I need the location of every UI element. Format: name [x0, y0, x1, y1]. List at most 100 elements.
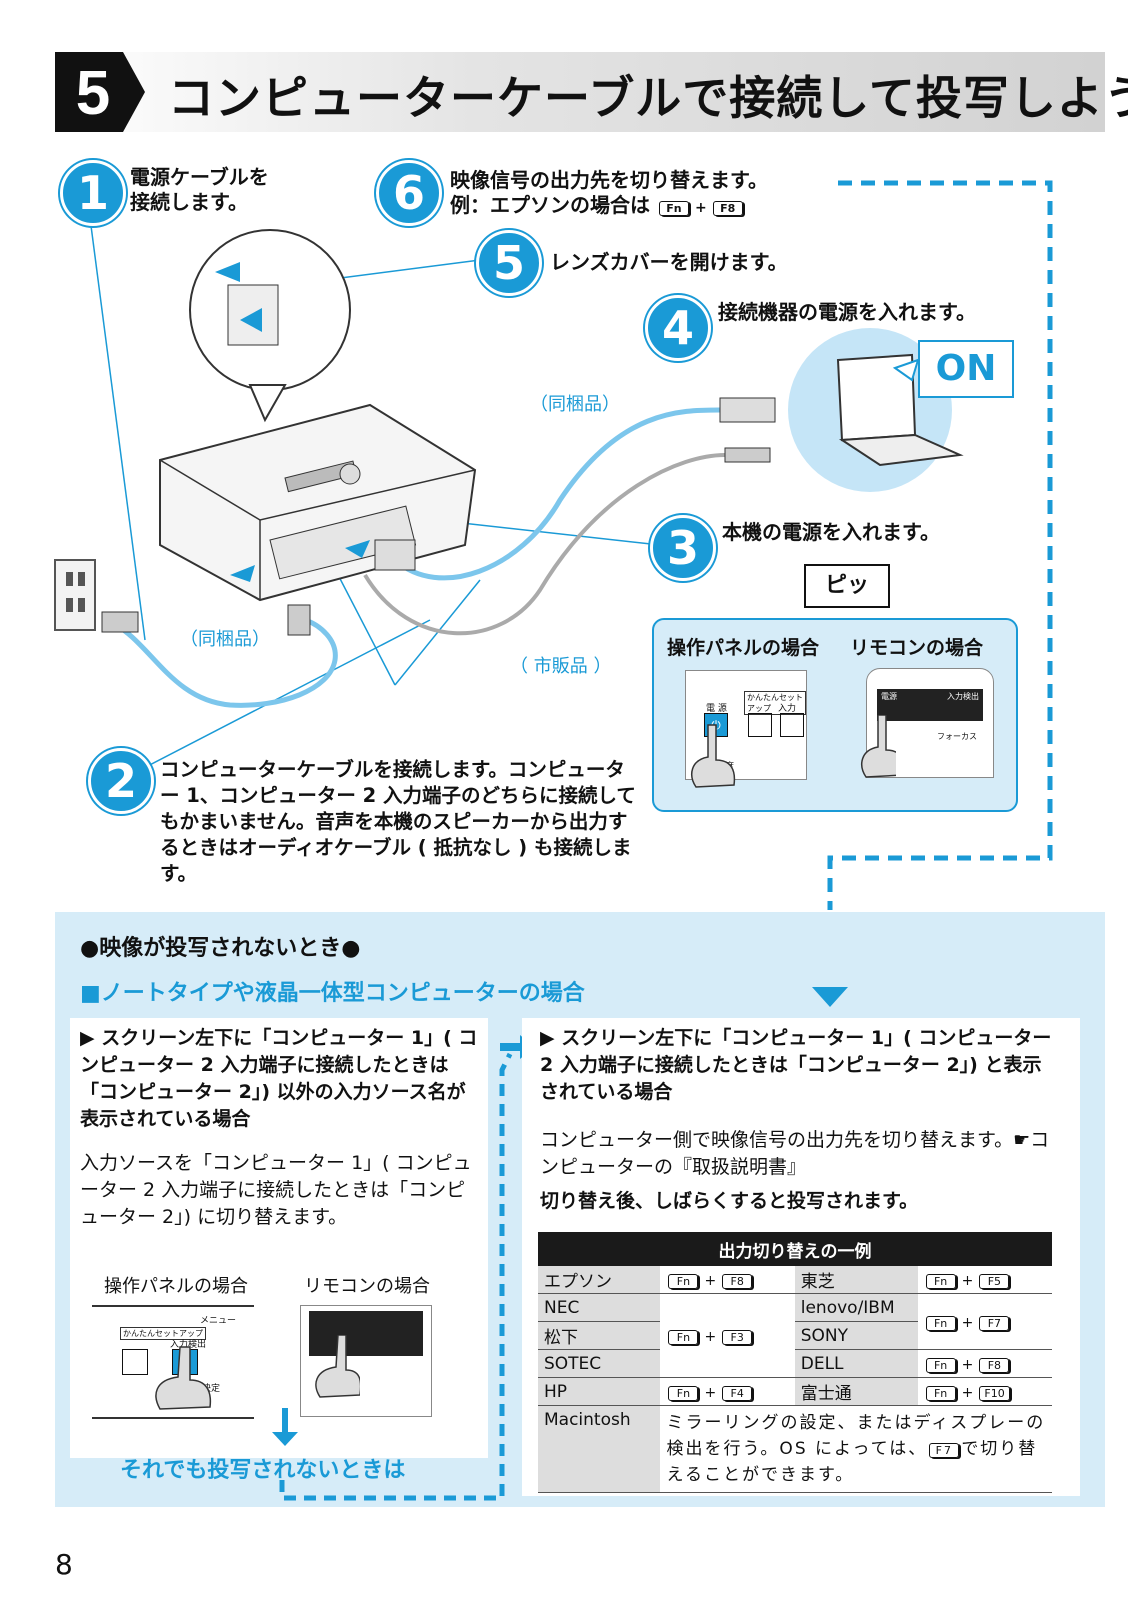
plus-sign: + [961, 1356, 974, 1373]
key-icon: F8 [722, 1273, 753, 1289]
left-panel-label: 操作パネルの場合 [104, 1276, 248, 1297]
power-button-label: 電 源 [706, 704, 727, 714]
setup-button-label: かんたんセットアップ [744, 691, 806, 715]
panel-label: 操作パネルの場合 [667, 637, 820, 659]
table-row: NEC Fn+F3 lenovo/IBM Fn+F7 [538, 1293, 1052, 1378]
mac-text-1: ミラーリングの設定、またはディスプレーの検出を行う。OS によっては、 [666, 1413, 1046, 1459]
step-2-circle: 2 [88, 748, 154, 814]
leader-line [324, 259, 481, 281]
fn-key-icon: Fn [658, 201, 689, 216]
left-case-body: 入力ソースを「コンピューター 1」( コンピューター 2 入力端子に接続したとき… [80, 1152, 472, 1228]
table-header: 出力切り替えの一例 [538, 1232, 1052, 1266]
step-5-circle: 5 [476, 230, 542, 296]
left-hand-pointer-icons [155, 1335, 360, 1410]
f7-key-icon: F7 [929, 1443, 960, 1458]
dashed-route [827, 180, 1053, 910]
remote-top-panel [877, 689, 983, 721]
hand-pointer-icons [691, 715, 896, 788]
manual-reference: ☛コンピューターの『取扱説明書』 [540, 1129, 1050, 1178]
keys-cell: Fn + F10 [917, 1377, 1052, 1406]
left-remote-illustration [300, 1305, 432, 1417]
power-cable-caption: （同梱品） [180, 629, 270, 650]
remote-power-label: 電源 [881, 692, 897, 701]
key-icon: Fn [925, 1273, 956, 1289]
keys-cell: Fn + F8 [917, 1349, 1052, 1378]
step-badge-number: 5 [76, 59, 110, 128]
step-1-line-2: 接続します。 [130, 190, 248, 214]
keys-cell: Fn + F7 [917, 1293, 1052, 1350]
brand-cell: HP [538, 1377, 661, 1406]
down-arrow-small-icon [272, 1408, 298, 1446]
step-badge: 5 [55, 52, 145, 132]
plus-sign: + [961, 1272, 974, 1289]
remote-illustration: 電源 入力検出 フォーカス [866, 668, 994, 778]
keys-cell: Fn+F8 [660, 1266, 795, 1294]
setup-label: かんたんセットアップ [120, 1327, 206, 1340]
table-row: SOTEC DELL Fn + F8 [538, 1349, 1052, 1378]
dashed-loop-route [279, 1052, 513, 1501]
table-row: エプソン Fn+F8 東芝 Fn+F5 [538, 1266, 1052, 1294]
keys-cell: Fn + F5 [917, 1266, 1052, 1294]
key-icon: F7 [979, 1315, 1010, 1331]
down-arrow-icon [812, 987, 848, 1007]
key-icon: F10 [979, 1385, 1010, 1401]
step-5-text: レンズカバーを開けます。 [550, 250, 788, 274]
input-button[interactable] [780, 713, 804, 737]
key-icon: F4 [722, 1385, 753, 1401]
plus-sign: + [704, 1328, 717, 1345]
step-4-circle: 4 [645, 295, 711, 361]
output-switch-table: 出力切り替えの一例 エプソン Fn+F8 東芝 Fn+F5 NEC Fn+F3 … [538, 1232, 1052, 1493]
beep-callout: ピッ [804, 564, 890, 608]
step-1-line-1: 電源ケーブルを [130, 165, 269, 189]
table-row: Macintosh ミラーリングの設定、またはディスプレーの検出を行う。OS に… [538, 1405, 1052, 1493]
step-6-circle: 6 [376, 160, 442, 226]
key-icon: F3 [722, 1329, 753, 1345]
remote-label: リモコンの場合 [850, 637, 984, 659]
leader-line [89, 217, 146, 641]
step-3-text: 本機の電源を入れます。 [722, 520, 940, 544]
brand-cell: SOTEC [538, 1349, 661, 1378]
remote-search-label: 入力検出 [947, 692, 979, 701]
menu-label: メニュー [200, 1316, 237, 1326]
key-icon: Fn [668, 1273, 699, 1289]
setup-button[interactable] [748, 713, 772, 737]
enter-label: 決定 [202, 1384, 221, 1394]
table-row: HP Fn+F4 富士通 Fn+F10 [538, 1377, 1052, 1406]
key-icon: Fn [925, 1315, 956, 1331]
key-icon: F5 [979, 1273, 1010, 1289]
brand-cell: DELL [794, 1349, 918, 1378]
brand-cell: lenovo/IBM [794, 1293, 918, 1322]
right-case-result: 切り替え後、しばらくすると投写されます。 [540, 1190, 919, 1212]
section-heading: ●映像が投写されないとき● [80, 936, 361, 961]
keys-cell: Fn+F3 [660, 1293, 795, 1378]
page-title: コンピューターケーブルで接続して投写しよう [168, 71, 1128, 125]
brand-cell: エプソン [538, 1266, 661, 1294]
plus-sign: + [704, 1384, 717, 1401]
page-number: 8 [55, 1548, 73, 1581]
step-3-circle: 3 [650, 515, 716, 581]
key-icon: Fn [925, 1357, 956, 1373]
input-detect-label: 入力検出 [170, 1340, 207, 1350]
wall-outlet [54, 559, 96, 631]
right-case-body: コンピューター側で映像信号の出力先を切り替えます。☛コンピューターの『取扱説明書… [540, 1127, 1052, 1181]
remote-focus-label: フォーカス [937, 732, 977, 741]
plus-sign: + [961, 1384, 974, 1401]
audio-plug [724, 447, 771, 463]
keys-cell: Fn + F4 [660, 1377, 795, 1406]
input-button-label: 入力 [778, 704, 797, 714]
projector-illustration [159, 403, 477, 602]
step-6-line-1: 映像信号の出力先を切り替えます。 [450, 168, 768, 192]
key-icon: Fn [925, 1385, 956, 1401]
section-subheading: ■ノートタイプや液晶一体型コンピューターの場合 [80, 981, 585, 1006]
connection-illustration [54, 180, 1053, 910]
header-band [55, 52, 1105, 132]
step-2-text: コンピューターケーブルを接続します。コンピューター 1、コンピューター 2 入力… [160, 758, 636, 885]
step-1-circle: 1 [60, 160, 126, 226]
key-icon: Fn [668, 1385, 699, 1401]
plus-sign: + [961, 1314, 974, 1331]
key-icon: F8 [979, 1357, 1010, 1373]
step-6-line-2: 例：エプソンの場合は Fn+F8 [450, 193, 768, 221]
brand-cell: Macintosh [538, 1405, 661, 1493]
f8-key-icon: F8 [712, 201, 743, 216]
setup-button[interactable] [122, 1349, 148, 1375]
